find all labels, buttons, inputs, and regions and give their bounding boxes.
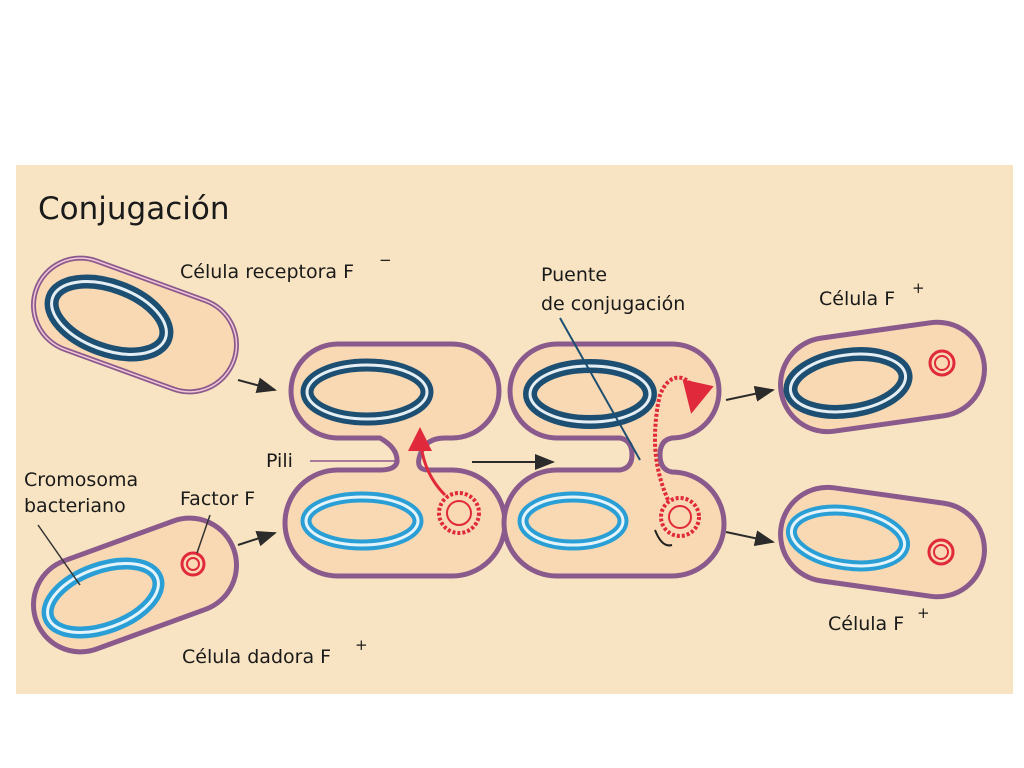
arrow-donor-to-stage1	[237, 530, 277, 547]
result-cell-top	[778, 319, 987, 435]
stage2-donor-chromosome	[517, 491, 629, 551]
result-bottom-label: Célula F	[828, 613, 904, 635]
stage1-cells	[282, 341, 508, 579]
stage2-rotation-arrow	[654, 529, 673, 547]
result-top-plasmid	[928, 349, 956, 377]
result-bottom-plasmid	[927, 538, 955, 566]
stage2-plasmid	[659, 496, 701, 538]
donor-cell-label: Célula dadora F	[182, 646, 331, 668]
result-bottom-chromosome	[785, 504, 911, 572]
receptor-cell	[30, 255, 240, 395]
chromosome-label-line2: bacteriano	[24, 495, 126, 517]
bridge-label-line1: Puente	[541, 264, 607, 286]
donor-plasmid	[180, 551, 206, 577]
chromosome-label-line1: Cromosoma	[24, 469, 138, 491]
result-bottom-sign: +	[917, 604, 930, 622]
stage1-plasmid	[437, 491, 481, 535]
donor-chromosome	[41, 557, 165, 639]
receptor-chromosome	[44, 274, 174, 362]
pili-label: Pili	[266, 450, 293, 472]
bridge-label-line2: de conjugación	[541, 293, 685, 315]
donor-cell-sign: +	[355, 636, 368, 654]
chromosome-pointer	[37, 524, 81, 586]
stage1-receptor-chromosome	[300, 358, 434, 426]
stage1-donor-chromosome	[300, 491, 424, 551]
receptor-cell-sign: −	[379, 251, 392, 269]
result-top-chromosome	[783, 347, 913, 419]
diagram-title: Conjugación	[38, 191, 229, 227]
arrow-to-result-bottom	[725, 530, 775, 547]
result-top-label: Célula F	[819, 288, 895, 310]
result-top-sign: +	[912, 279, 925, 297]
factor-f-label: Factor F	[180, 488, 255, 510]
stage2-dna-transfer	[652, 375, 714, 501]
stage2-receptor-chromosome	[523, 359, 657, 429]
arrow-receptor-to-stage1	[237, 377, 277, 394]
donor-cell	[30, 515, 240, 655]
factor-f-pointer	[196, 514, 211, 554]
stage1-dna-strand	[408, 427, 447, 497]
receptor-cell-label: Célula receptora F	[180, 261, 354, 283]
stage2-cells	[501, 341, 727, 579]
bridge-pointer	[559, 317, 641, 461]
result-cell-bottom	[778, 484, 987, 600]
arrow-to-result-top	[725, 385, 775, 402]
